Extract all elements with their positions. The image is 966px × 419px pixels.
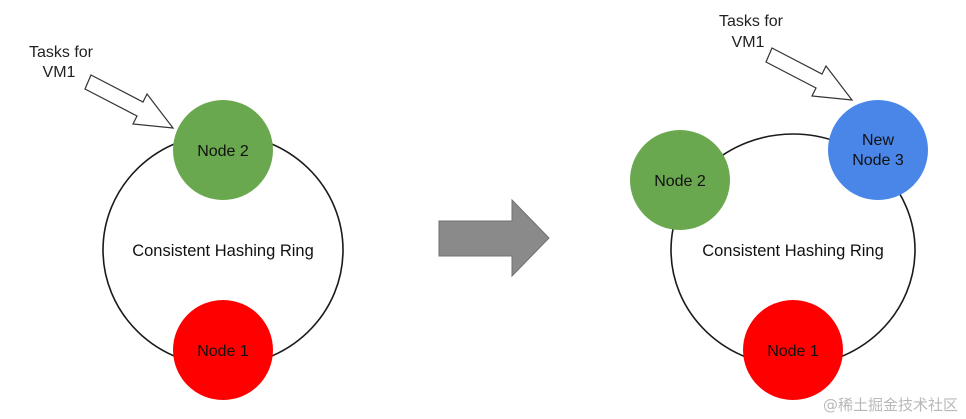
after-node-2 xyxy=(630,130,730,230)
after-tasks-label-line2: VM1 xyxy=(732,34,765,51)
after-panel: Consistent Hashing Ring Tasks for VM1 No… xyxy=(630,13,928,400)
before-node-2 xyxy=(173,100,273,200)
before-tasks-label-line2: VM1 xyxy=(43,64,76,81)
before-node-1-label: Node 1 xyxy=(197,343,249,360)
after-node-2-label: Node 2 xyxy=(654,173,706,190)
after-ring-label: Consistent Hashing Ring xyxy=(702,242,884,260)
before-tasks-arrow-icon xyxy=(84,74,175,129)
after-node-3-label-line1: New xyxy=(862,132,894,149)
after-node-3-label-line2: Node 3 xyxy=(852,152,904,169)
after-node-1-label: Node 1 xyxy=(767,343,819,360)
before-node-2-label: Node 2 xyxy=(197,143,249,160)
transition-arrow-icon xyxy=(438,198,550,278)
watermark: @稀土掘金技术社区 xyxy=(823,396,958,414)
before-node-1 xyxy=(173,300,273,400)
after-tasks-label-line1: Tasks for xyxy=(719,13,784,30)
before-panel: Consistent Hashing Ring Tasks for VM1 No… xyxy=(29,44,344,400)
after-tasks-arrow-icon xyxy=(765,47,854,101)
after-new-node-3 xyxy=(828,100,928,200)
before-tasks-label-line1: Tasks for xyxy=(29,44,94,61)
before-ring-label: Consistent Hashing Ring xyxy=(132,242,314,260)
after-node-1 xyxy=(743,300,843,400)
